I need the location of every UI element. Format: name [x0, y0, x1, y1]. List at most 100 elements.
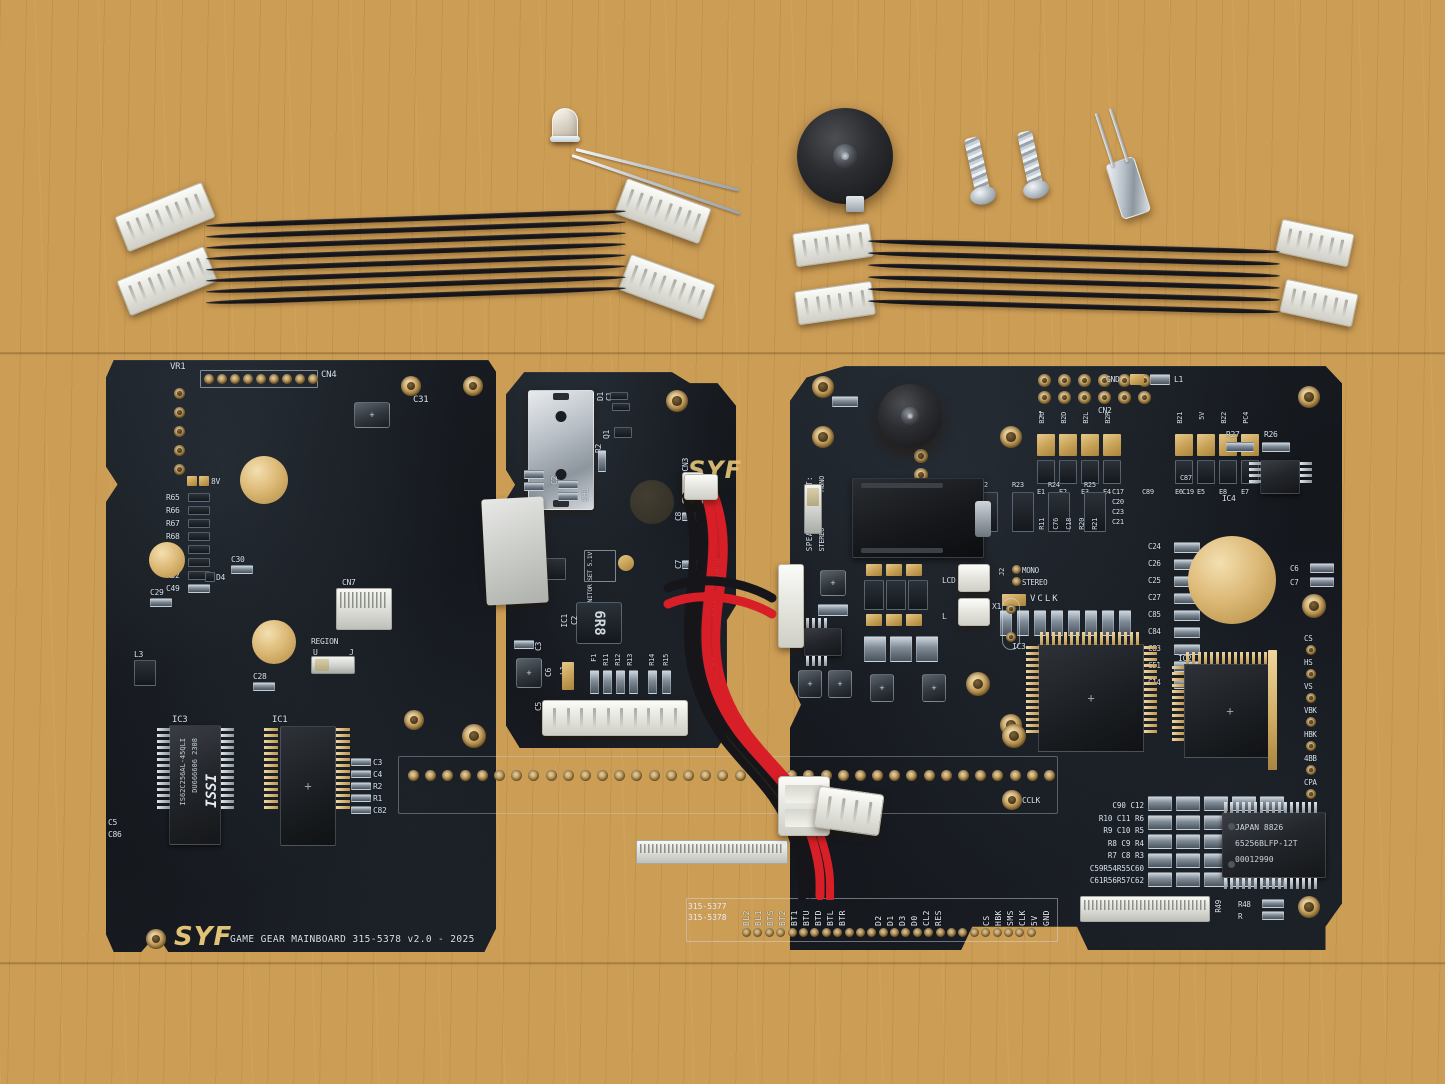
- jst-connector-short-c[interactable]: [1275, 218, 1355, 268]
- speaker-connector-l[interactable]: [958, 564, 990, 592]
- tp-label-cs: CS: [1304, 634, 1313, 643]
- edge-pin-bt2: BT2: [778, 910, 787, 926]
- silk-r65: R65: [166, 493, 180, 502]
- edge-mount-hole-right: [1002, 724, 1026, 748]
- silk-c5: C5: [108, 818, 118, 827]
- silk-c28: C28: [253, 672, 267, 681]
- headphone-jack[interactable]: [852, 478, 991, 558]
- ic1-footprint: +: [280, 726, 336, 846]
- silk-ic3-right: IC3: [1012, 642, 1026, 651]
- installed-potentiometer[interactable]: [878, 384, 942, 448]
- silk-c76: C76: [1052, 518, 1060, 530]
- edge-pin-blank-2: [862, 900, 874, 926]
- mount-hole-r2: [812, 426, 834, 448]
- silk-c19: C19: [1182, 488, 1194, 496]
- ram-marking-line3: 00012990: [1235, 855, 1274, 864]
- edge-pin-btl: BTL: [826, 910, 835, 926]
- connector-cn1-mid[interactable]: [542, 700, 688, 736]
- mount-hole-2: [463, 376, 483, 396]
- ic3-vdp: +: [1038, 644, 1144, 752]
- cap-c31: +: [354, 402, 390, 428]
- speaker-connector-r[interactable]: [958, 598, 990, 626]
- ic-ram-65256: JAPAN 8826 65256BLFP-12T 00012990: [1222, 812, 1326, 878]
- jst-connector-left-a[interactable]: [114, 181, 216, 253]
- silk-c4: C4: [373, 770, 383, 779]
- silk-c6-mid: C6: [544, 668, 553, 678]
- mount-hole-audio: [966, 672, 990, 696]
- fuse-f1: [562, 662, 574, 690]
- mount-hole-4: [146, 929, 166, 949]
- vclk-pad: [1012, 565, 1021, 574]
- audio-cap-2: [818, 604, 848, 616]
- silk-speaker-r: L: [942, 612, 947, 621]
- large-test-pad-right: [1188, 536, 1276, 624]
- speaker-output-switch[interactable]: [804, 484, 822, 534]
- inductor-l3: [134, 660, 156, 686]
- plank-seam-bottom: [0, 962, 1445, 965]
- cart-slot-fpc[interactable]: [636, 840, 788, 864]
- thru-hole-mid: [630, 480, 674, 524]
- tp-label-4bb: 4BB: [1304, 754, 1317, 763]
- edge-pin-btr: BTR: [838, 910, 847, 926]
- silk-8v: 8V: [211, 477, 221, 486]
- silk-cn5: R49: [1214, 900, 1223, 913]
- connector-cn7[interactable]: [336, 588, 392, 630]
- battery-connector-top[interactable]: [684, 474, 718, 500]
- ic3-sram: IS62C256AL-45QLI DU666606 2308 ISSI: [169, 725, 221, 845]
- silk-lcd: CCLK: [1022, 796, 1041, 805]
- lcd-fpc-connector[interactable]: [1080, 896, 1210, 922]
- silk-cn4: CN4: [321, 370, 337, 380]
- header-pins-top[interactable]: [1038, 374, 1154, 404]
- bjt-line-2: R10 C11 R6: [1098, 813, 1144, 823]
- silk-c84: C84: [1148, 627, 1161, 636]
- edge-pin-cl2: CL2: [922, 910, 931, 926]
- ram-marking-line2: 65256BLFP-12T: [1235, 839, 1298, 848]
- silk-gnd-top: GND: [1106, 375, 1120, 384]
- region-switch[interactable]: [311, 656, 355, 674]
- silk-c18: C18: [1065, 518, 1073, 530]
- power-connector-right[interactable]: [778, 564, 804, 648]
- tp-label-vbk: VBK: [1304, 706, 1317, 715]
- audio-amp-ic: [804, 628, 842, 656]
- silk-r26: R26: [1264, 430, 1278, 439]
- silk-l3: L3: [134, 650, 144, 659]
- left-mainboard-half[interactable]: [106, 360, 496, 952]
- silk-r24: R24: [1048, 481, 1060, 489]
- silk-c24: C24: [1148, 542, 1161, 551]
- silk-r49: R48: [1238, 900, 1251, 909]
- mount-hole-mid-1: [666, 390, 688, 412]
- silk-e6: E6: [1175, 488, 1183, 496]
- smd-row-clk: [1000, 610, 1131, 636]
- cn4-pads[interactable]: [204, 374, 318, 384]
- amp-pins-bottom: [806, 656, 830, 666]
- audio-cap-1: +: [820, 570, 846, 596]
- silk-c82: C82: [373, 806, 387, 815]
- jst-connector-short-b[interactable]: [794, 280, 876, 326]
- silk-c29: C29: [150, 588, 164, 597]
- mount-hole-3: [404, 710, 424, 730]
- silk-speaker-l: LCD: [942, 576, 956, 585]
- ram-pins-bottom: [1224, 878, 1320, 889]
- cap-c30: [231, 565, 253, 574]
- pot-hub: [833, 144, 857, 168]
- mount-hole-1: [401, 376, 421, 396]
- silk-j2: J2: [998, 568, 1006, 576]
- ic1-pads-right: [336, 728, 350, 812]
- silk-r25: R25: [1084, 481, 1096, 489]
- ic2-cpu: +: [1184, 664, 1276, 758]
- silk-r2: R2: [373, 782, 383, 791]
- silk-r68: R68: [166, 532, 180, 541]
- jst-connector-left-b[interactable]: [116, 245, 218, 317]
- silk-c7-edge: C7: [1290, 578, 1299, 587]
- silk-c85: C85: [1148, 610, 1161, 619]
- silk-c4-mid: C3: [534, 642, 543, 652]
- jst-connector-right-b[interactable]: [618, 253, 716, 321]
- jst-connector-short-d[interactable]: [1279, 278, 1359, 328]
- cap-near-pot: [832, 396, 858, 407]
- silk-r13-mid: R12: [614, 654, 622, 666]
- edge-pin-blank-4: [958, 900, 970, 926]
- battery-connector-bottom-b[interactable]: [813, 785, 885, 837]
- jst-connector-short-a[interactable]: [792, 222, 874, 268]
- silk-cn7: CN7: [342, 578, 356, 587]
- amp-pins-top: [806, 618, 830, 628]
